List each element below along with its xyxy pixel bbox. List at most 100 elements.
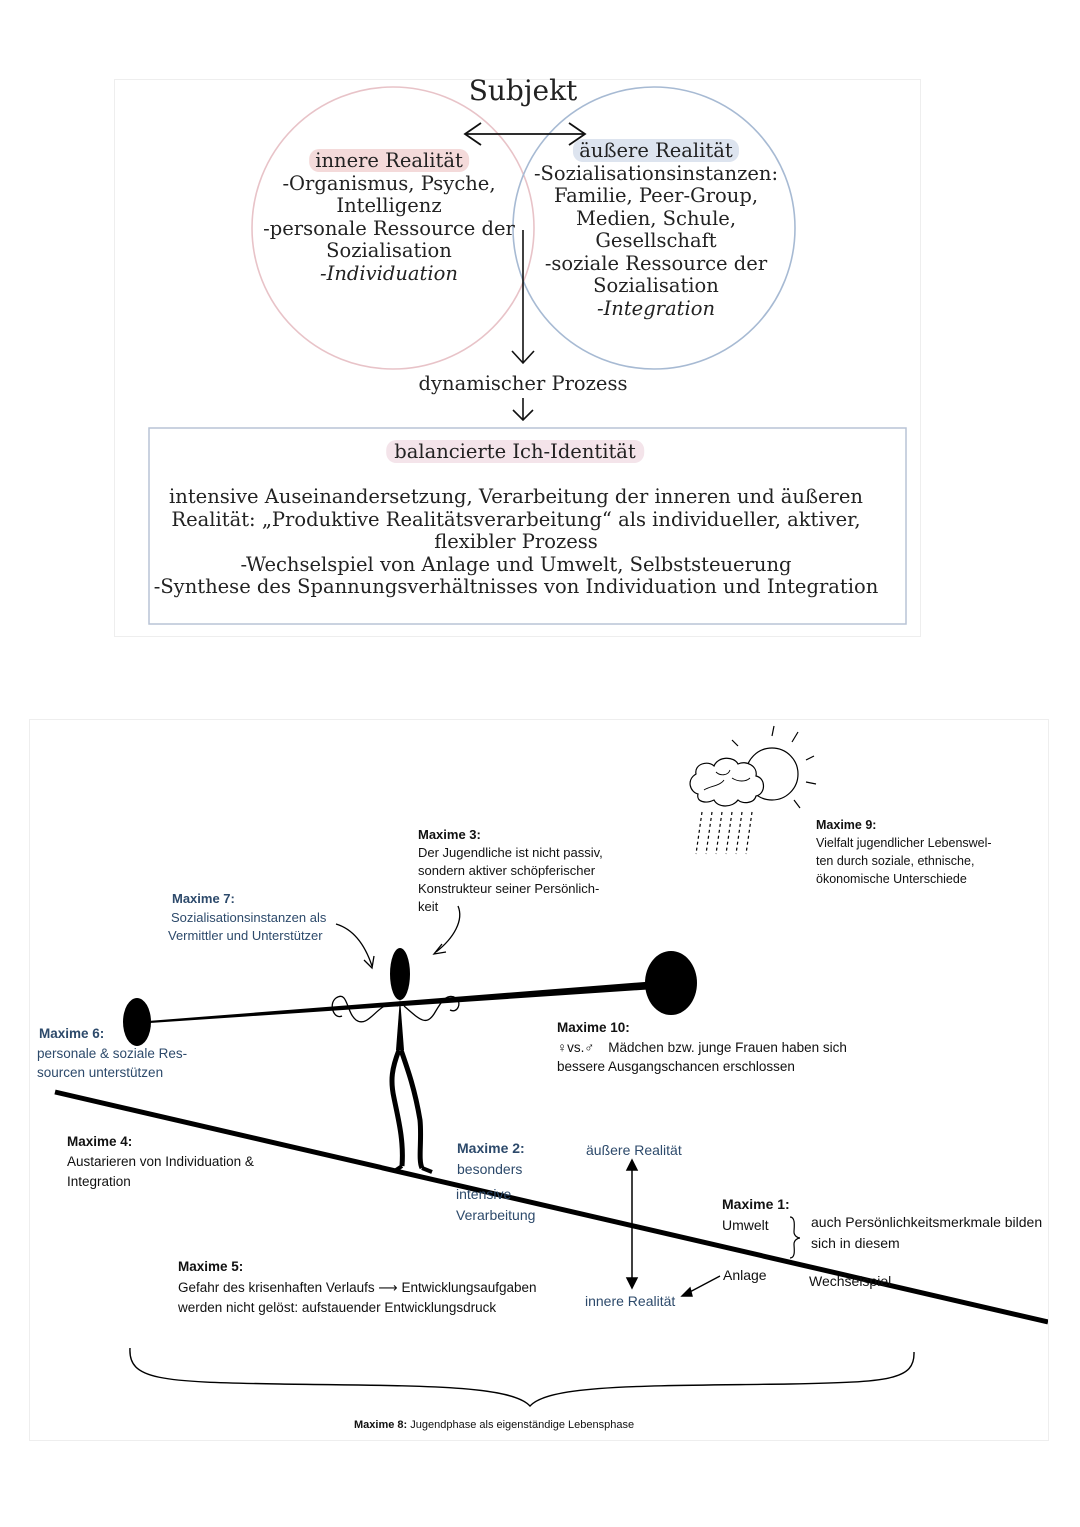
- maxime-4-line: Integration: [67, 1174, 131, 1189]
- maxime-1-anlage: Anlage: [723, 1267, 767, 1283]
- maxime-10-line-1: ♀vs.♂ Mädchen bzw. junge Frauen haben si…: [557, 1038, 847, 1058]
- balancing-figure-icon: [389, 948, 433, 1174]
- maxime-10: Maxime 10: ♀vs.♂ Mädchen bzw. junge Frau…: [557, 1018, 847, 1077]
- outer-reality-title: äußere Realität: [573, 139, 739, 162]
- maxime-3-line: Der Jugendliche ist nicht passiv,: [418, 845, 603, 860]
- identity-line: Realität: „Produktive Realitätsverarbeit…: [171, 507, 861, 531]
- maxime-9-line: ökonomische Unterschiede: [816, 872, 967, 886]
- maxime-3-title: Maxime 3:: [418, 827, 481, 842]
- inner-reality-block: innere Realität -Organismus, Psyche, Int…: [263, 149, 515, 285]
- inner-line: -personale Ressource der: [263, 216, 515, 240]
- pole-weight-left: [123, 998, 151, 1046]
- outer-line: Medien, Schule,: [575, 206, 737, 230]
- outer-line: Gesellschaft: [595, 229, 717, 252]
- outer-line: -soziale Ressource der: [544, 251, 768, 275]
- curved-arrow-icon: [335, 923, 375, 970]
- maxime-1-text: auch Persönlichkeitsmerkmale bilden sich…: [811, 1212, 1042, 1254]
- figure-arms: [331, 995, 460, 1023]
- identity-title-text: balancierte Ich-Identität: [386, 440, 644, 463]
- maxime-3-line: Konstrukteur seiner Persönlich-: [418, 881, 600, 896]
- outer-line: Familie, Peer-Group,: [553, 184, 759, 207]
- maxime-6-title: Maxime 6:: [39, 1026, 105, 1041]
- down-arrow-icon: [511, 230, 535, 365]
- outer-line: -Integration: [596, 296, 716, 320]
- maxime-2-line: intensive: [456, 1186, 512, 1202]
- maxime-8-text: Jugendphase als eigenständige Lebensphas…: [410, 1419, 635, 1431]
- inner-reality-label: innere Realität: [585, 1293, 676, 1309]
- maxime-1: Maxime 1: Umwelt: [722, 1194, 790, 1236]
- vertical-double-arrow-icon: [625, 1158, 639, 1290]
- maxime-1-line: auch Persönlichkeitsmerkmale bilden: [811, 1214, 1043, 1230]
- maxime-5-line: werden nicht gelöst: aufstauender Entwic…: [178, 1300, 497, 1315]
- inner-reality-title: innere Realität: [309, 149, 469, 172]
- maxime-2-title: Maxime 2:: [457, 1140, 525, 1156]
- outer-line: -Sozialisationsinstanzen:: [533, 161, 779, 185]
- maxime-2-line: Verarbeitung: [456, 1207, 536, 1223]
- identity-line: flexibler Prozess: [434, 530, 598, 553]
- maxime-8-title: Maxime 8:: [354, 1419, 408, 1431]
- maxime-6-line: sourcen unterstützen: [37, 1065, 164, 1080]
- bottom-brace-icon: [129, 1347, 915, 1408]
- identity-box: [148, 427, 907, 625]
- maxime-10-text: Mädchen bzw. junge Frauen haben sich: [608, 1039, 847, 1055]
- maxime-4-title: Maxime 4:: [67, 1134, 133, 1149]
- maxime-7-line: Vermittler und Unterstützer: [168, 928, 323, 943]
- maxime-3-line: keit: [418, 899, 439, 914]
- maxime-3: Maxime 3: Der Jugendliche ist nicht pass…: [418, 826, 603, 916]
- maxime-4: Maxime 4: Austarieren von Individuation …: [67, 1132, 254, 1192]
- curved-arrow-icon: [432, 905, 461, 955]
- maxime-1-umwelt: Umwelt: [722, 1217, 769, 1233]
- inner-line: -Individuation: [320, 261, 458, 285]
- pole-weight-right: [645, 951, 697, 1015]
- outer-reality-label: äußere Realität: [586, 1142, 682, 1158]
- maxims-panel: Maxime 3: Der Jugendliche ist nicht pass…: [30, 720, 1048, 1440]
- down-arrow-icon: [512, 398, 534, 422]
- maxime-2-cont: intensive Verarbeitung: [456, 1184, 535, 1226]
- identity-line: -Wechselspiel von Anlage und Umwelt, Sel…: [240, 552, 792, 576]
- outer-reality-circle: [512, 86, 796, 370]
- maxime-6: Maxime 6: personale & soziale Res- sourc…: [37, 1024, 187, 1083]
- gender-symbols: ♀vs.♂: [557, 1039, 595, 1055]
- inner-line: -Organismus, Psyche,: [282, 171, 496, 195]
- maxime-2: Maxime 2: besonders: [457, 1138, 525, 1180]
- maxime-5: Maxime 5: Gefahr des krisenhaften Verlau…: [178, 1257, 537, 1319]
- maxime-10-line: bessere Ausgangschancen erschlossen: [557, 1059, 795, 1074]
- maxime-1-title: Maxime 1:: [722, 1196, 790, 1212]
- maxime-7-title: Maxime 7:: [172, 891, 235, 906]
- identity-title: balancierte Ich-Identität: [386, 440, 644, 463]
- maxime-7-line: Sozialisationsinstanzen als: [171, 909, 327, 925]
- maxime-5-title: Maxime 5:: [178, 1259, 244, 1274]
- identity-description: intensive Auseinandersetzung, Verarbeitu…: [153, 485, 879, 599]
- maxime-5-line: Gefahr des krisenhaften Verlaufs ⟶ Entwi…: [178, 1279, 537, 1295]
- inner-reality-circle: [251, 86, 535, 370]
- double-arrow-icon: [463, 122, 587, 146]
- maxime-6-line: personale & soziale Res-: [37, 1045, 188, 1061]
- maxime-2-line: besonders: [457, 1161, 523, 1177]
- inner-line: Sozialisation: [326, 239, 452, 262]
- subject-title: Subjekt: [468, 74, 578, 107]
- brace-icon: [789, 1216, 801, 1259]
- socialization-model-panel: Subjekt innere Realität -Organismus, Psy…: [115, 74, 920, 636]
- maxime-1-wechselspiel: Wechselspiel: [809, 1273, 892, 1289]
- inner-line: Intelligenz: [336, 194, 442, 217]
- maxime-9-line: ten durch soziale, ethnische,: [816, 854, 975, 868]
- outer-line: Sozialisation: [593, 274, 719, 297]
- maxime-4-line: Austarieren von Individuation &: [67, 1154, 254, 1169]
- maxime-8: Maxime 8: Jugendphase als eigenständige …: [354, 1419, 634, 1431]
- venn-diagram-graphics: [148, 86, 907, 625]
- maxime-7: Maxime 7: Sozialisationsinstanzen als Ve…: [168, 890, 326, 946]
- tightrope-illustration: [54, 725, 1048, 1408]
- maxime-1-line: sich in diesem: [811, 1235, 900, 1251]
- dynamic-process-label: dynamischer Prozess: [418, 372, 628, 395]
- identity-line: -Synthese des Spannungsverhältnisses von…: [153, 575, 879, 598]
- outer-reality-block: äußere Realität -Sozialisationsinstanzen…: [533, 139, 779, 320]
- weather-icon: [689, 725, 817, 855]
- slope-line: [54, 1089, 1048, 1325]
- identity-line: intensive Auseinandersetzung, Verarbeitu…: [169, 485, 863, 508]
- maxime-9: Maxime 9: Vielfalt jugendlicher Lebenswe…: [816, 816, 992, 888]
- balance-pole: [135, 980, 670, 1024]
- maxime-9-line: Vielfalt jugendlicher Lebenswel-: [816, 836, 992, 850]
- maxime-9-title: Maxime 9:: [816, 818, 877, 832]
- anlage-arrow-icon: [680, 1275, 721, 1297]
- maxime-3-line: sondern aktiver schöpferischer: [418, 863, 596, 878]
